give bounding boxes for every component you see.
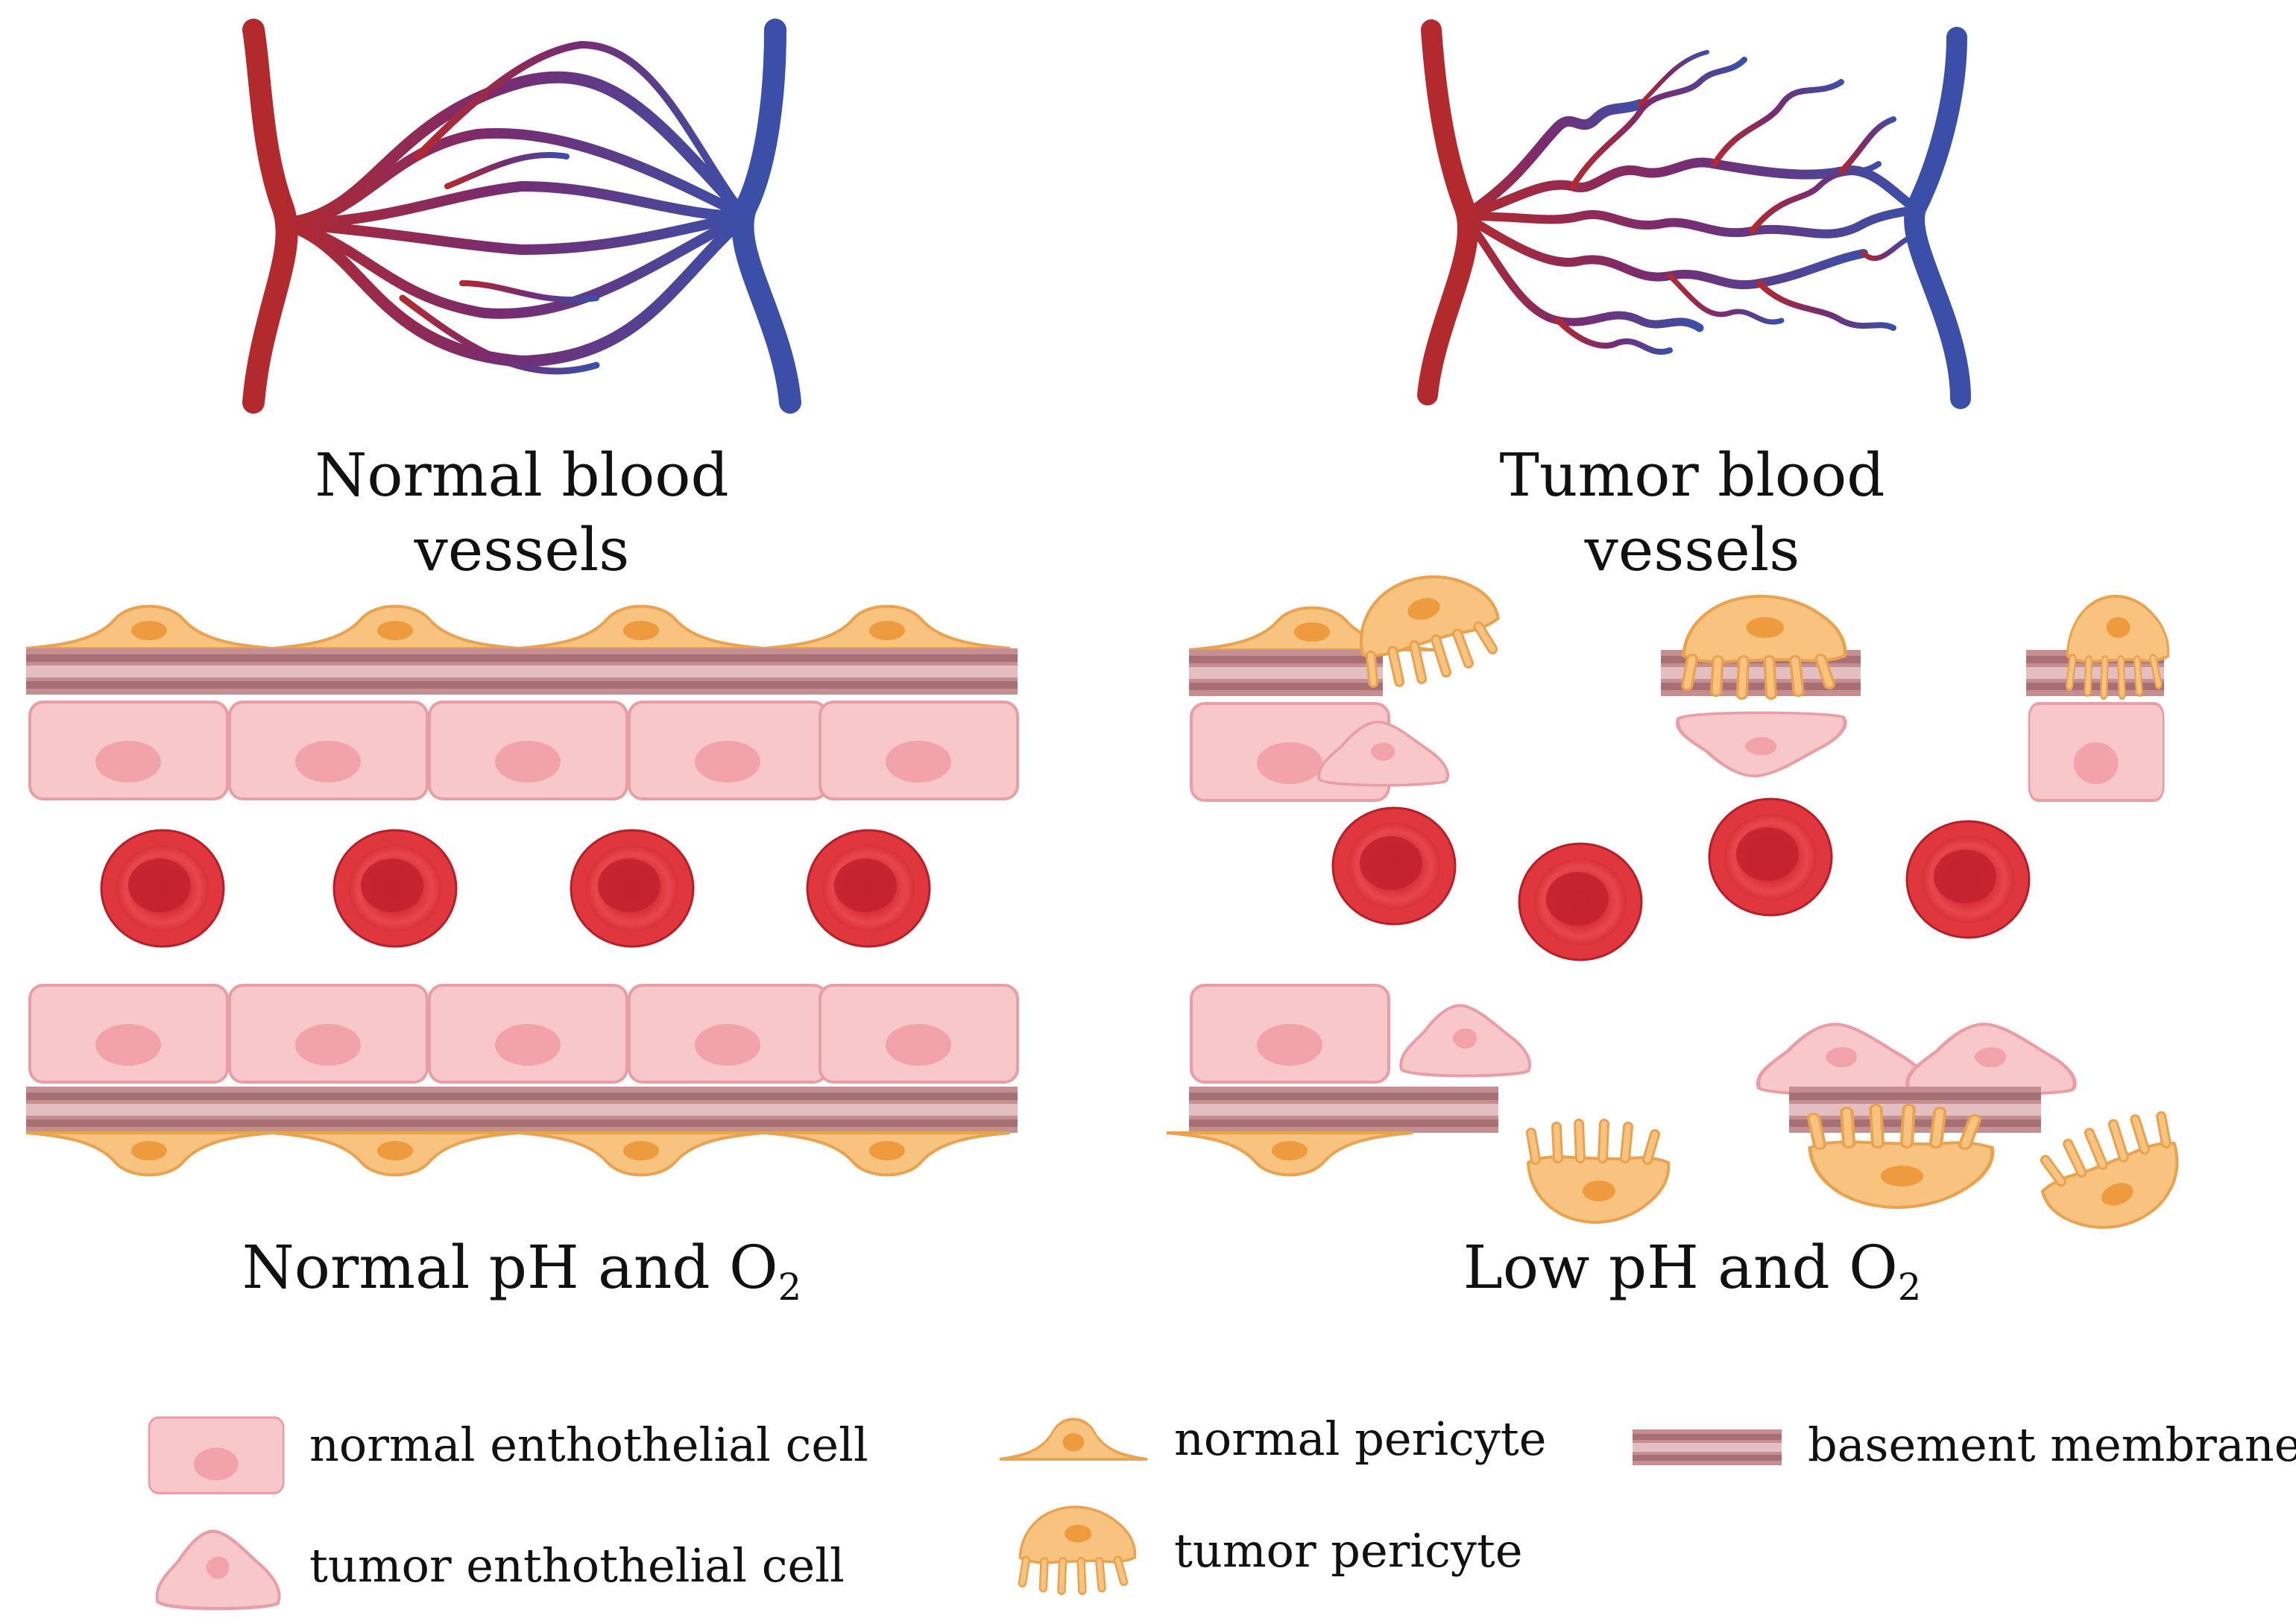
tumor-vessels-title: Tumor blood	[1500, 440, 1885, 510]
normal-vessel-network	[242, 19, 801, 414]
basement-membrane	[26, 648, 1018, 695]
basement-membrane	[1189, 1087, 1498, 1133]
normal-endothelial-cell	[428, 984, 628, 1084]
normal-pericyte	[517, 604, 766, 650]
normal-condition-label: Normal pH and O2	[242, 1233, 801, 1309]
tumor-pericyte	[1528, 1124, 1668, 1222]
tumor-vessel-network	[1417, 19, 1971, 409]
legend-item-tumor-endothelial: tumor enthothelial cell	[157, 1532, 845, 1609]
tumor-endothelial-cell	[1399, 1004, 1532, 1078]
tumor-endothelial-cell	[1758, 1024, 1926, 1094]
normal-endothelial-cell	[1190, 984, 1390, 1084]
tumor-condition-label: Low pH and O2	[1463, 1233, 1922, 1309]
normal-pericyte	[25, 604, 274, 650]
normal-vessels-title-line2: vessels	[414, 515, 630, 584]
red-blood-cell	[570, 829, 695, 948]
red-blood-cell	[100, 829, 225, 948]
legend-item-tumor-pericyte: tumor pericyte	[1020, 1507, 1523, 1590]
normal-pericyte	[1165, 1131, 1414, 1177]
normal-endothelial-cell	[628, 984, 828, 1084]
legend-label: normal enthothelial cell	[309, 1418, 868, 1472]
normal-vessels-title: Normal blood	[315, 440, 728, 510]
red-blood-cell	[1518, 842, 1643, 961]
tumor-pericyte	[1347, 560, 1508, 692]
normal-pericyte	[763, 604, 1012, 650]
legend-label: basement membrane	[1808, 1418, 2296, 1472]
tumor-pericyte	[2029, 1107, 2195, 1247]
legend-item-normal-endothelial: normal enthothelial cell	[148, 1416, 868, 1494]
normal-pericyte	[25, 1131, 274, 1177]
tumor-vessels-title-line2: vessels	[1584, 515, 1800, 584]
legend-label: tumor pericyte	[1174, 1523, 1523, 1578]
normal-pericyte	[517, 1131, 766, 1177]
red-blood-cell	[1708, 797, 1833, 917]
tumor-pericyte-icon	[1020, 1507, 1135, 1590]
normal-pericyte	[271, 1131, 520, 1177]
legend-item-normal-pericyte: normal pericyte	[998, 1412, 1546, 1466]
normal-endothelial-cell	[628, 701, 828, 800]
legend: normal enthothelial cell tumor enthothel…	[148, 1412, 2296, 1609]
legend-label: tumor enthothelial cell	[309, 1538, 845, 1593]
normal-pericyte	[271, 604, 520, 650]
red-blood-cell	[806, 829, 931, 948]
red-blood-cell	[1331, 806, 1457, 926]
normal-pericyte	[763, 1131, 1012, 1177]
tumor-vessel-section	[1165, 560, 2195, 1247]
normal-endothelial-cell	[28, 984, 229, 1084]
normal-pericyte-icon	[998, 1418, 1149, 1461]
normal-endothelial-cell	[228, 984, 429, 1084]
normal-endothelial-cell	[428, 701, 628, 800]
basement-membrane-icon	[1633, 1429, 1782, 1465]
legend-item-basement-membrane: basement membrane	[1633, 1418, 2296, 1472]
normal-endothelial-cell	[228, 701, 429, 800]
normal-endothelial-cell	[28, 701, 229, 800]
normal-endothelial-cell	[819, 984, 1019, 1084]
tumor-endothelial-cell-icon	[157, 1532, 280, 1609]
normal-vessel-section	[25, 604, 1019, 1177]
normal-endothelial-cell	[819, 701, 1019, 800]
red-blood-cell	[1905, 820, 2031, 939]
red-blood-cell	[332, 829, 458, 948]
tumor-endothelial-cell	[1907, 1024, 2075, 1094]
normal-endothelial-cell	[2028, 702, 2166, 802]
normal-endothelial-cell-icon	[148, 1416, 285, 1494]
basement-membrane	[1189, 650, 1383, 696]
tumor-endothelial-cell	[1677, 712, 1845, 776]
legend-label: normal pericyte	[1174, 1412, 1546, 1466]
basement-membrane	[26, 1087, 1018, 1133]
